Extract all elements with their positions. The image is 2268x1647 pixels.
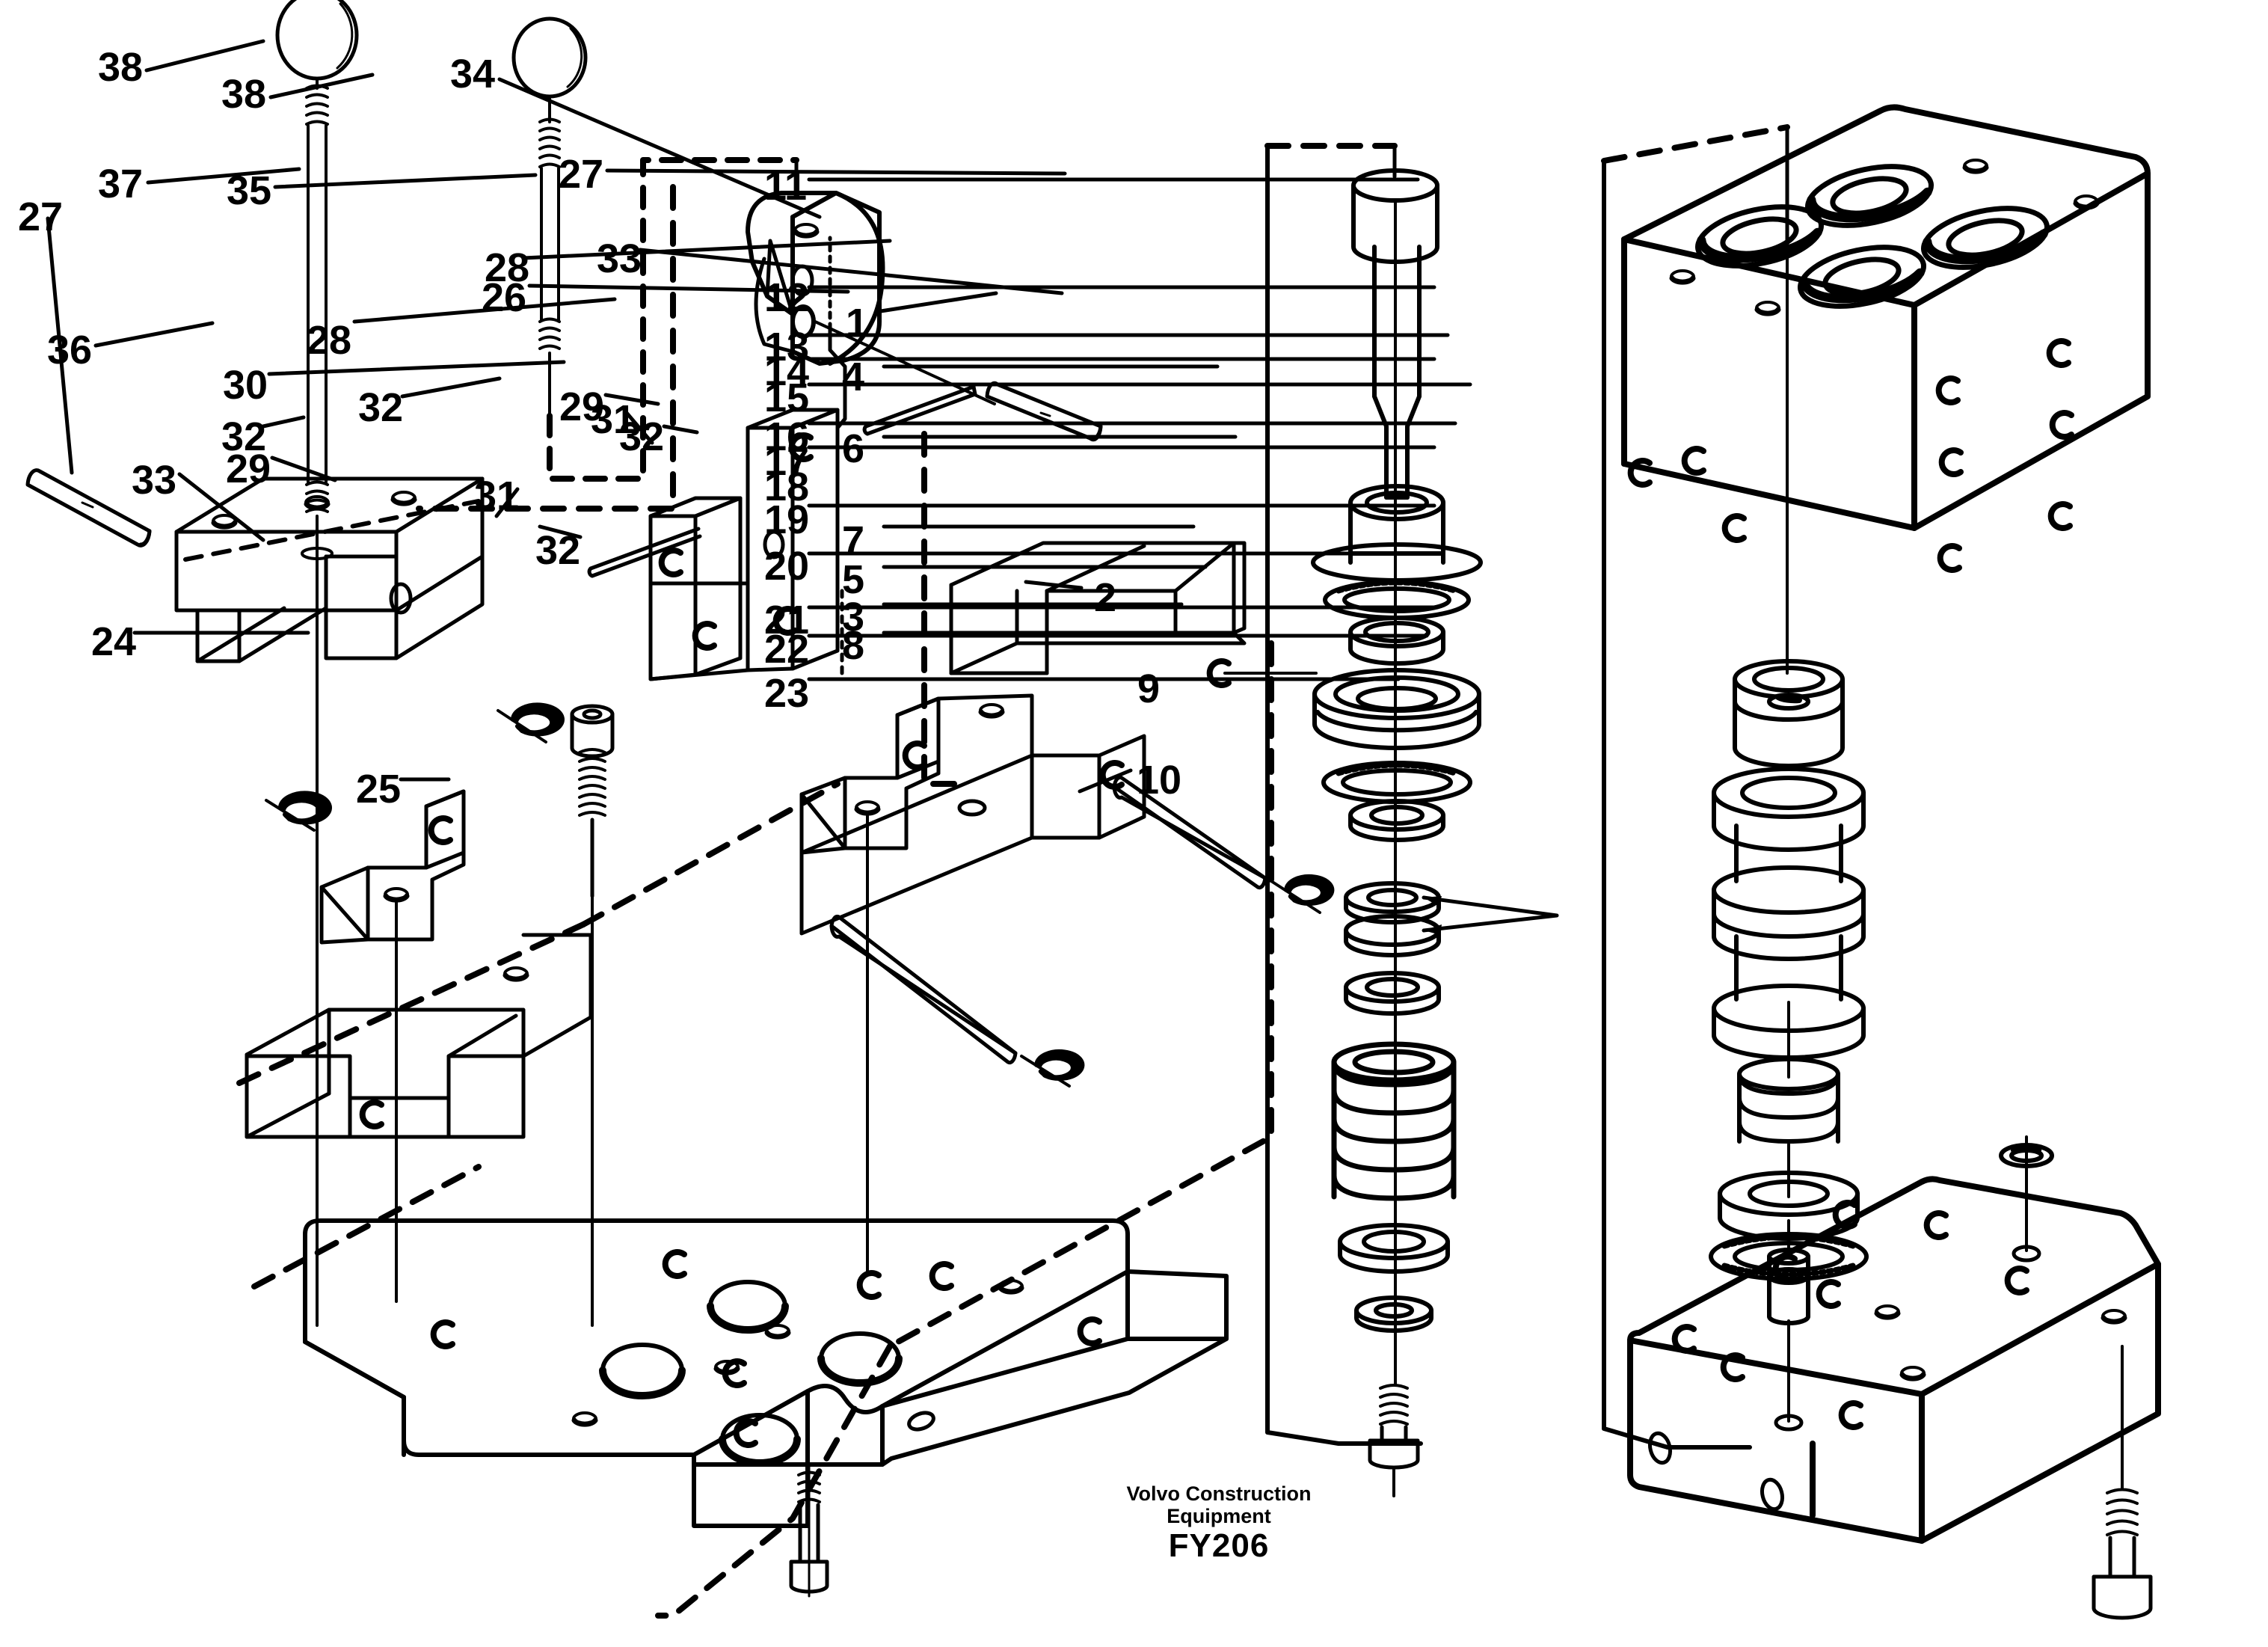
callout-33-a: 33 bbox=[597, 236, 642, 281]
footer-line-2: Equipment bbox=[1167, 1505, 1271, 1528]
callout-20: 20 bbox=[764, 544, 810, 589]
bracket-hole bbox=[763, 530, 785, 559]
callout-30: 30 bbox=[223, 363, 268, 408]
lever-assembly-short bbox=[511, 16, 588, 417]
callout-25: 25 bbox=[356, 767, 402, 812]
cap-screw-10 bbox=[2092, 1345, 2153, 1620]
callout-31-b: 31 bbox=[474, 473, 520, 518]
plate-hole-edge bbox=[907, 1411, 935, 1432]
circlip-32-d bbox=[1036, 1052, 1083, 1079]
callout-21: 21 bbox=[764, 598, 810, 642]
screw-23 bbox=[1368, 1384, 1420, 1470]
circlip-32-a bbox=[280, 793, 330, 822]
callout-32-a: 32 bbox=[221, 414, 267, 459]
callout-10: 10 bbox=[1137, 758, 1182, 803]
callout-19: 19 bbox=[764, 497, 810, 542]
base-plate-24 bbox=[303, 1218, 1229, 1528]
callout-31-a: 31 bbox=[591, 397, 636, 442]
clevis-pin-31-upper bbox=[1112, 775, 1267, 890]
callout-22: 22 bbox=[764, 627, 810, 672]
callout-18: 18 bbox=[764, 464, 810, 509]
callout-13: 13 bbox=[764, 325, 810, 369]
callout-11: 11 bbox=[764, 164, 808, 209]
callout-35: 35 bbox=[227, 168, 272, 213]
footer-code: FY206 bbox=[1168, 1527, 1270, 1565]
callout-24: 24 bbox=[91, 619, 137, 664]
callout-2: 2 bbox=[1094, 575, 1117, 620]
roll-pin-28-left bbox=[587, 527, 702, 578]
callout-23: 23 bbox=[764, 671, 810, 716]
cover-side-hole-2 bbox=[1760, 1477, 1785, 1512]
bracket33r-hole-1 bbox=[980, 705, 1003, 717]
callout-32-c: 32 bbox=[619, 414, 665, 459]
callout-12: 12 bbox=[764, 275, 810, 320]
pin-27-right bbox=[985, 381, 1103, 442]
housing-hole-2 bbox=[393, 492, 415, 504]
housing-hole-4 bbox=[389, 582, 413, 615]
circlip-32-b bbox=[513, 705, 562, 734]
guide-bush-4 bbox=[1733, 659, 1845, 768]
support-bracket-33-left bbox=[245, 933, 593, 1139]
callout-1: 1 bbox=[846, 301, 869, 346]
link-bracket-26 bbox=[648, 408, 840, 681]
footer-line-1: Volvo Construction bbox=[1126, 1482, 1312, 1505]
callout-27-a: 27 bbox=[559, 152, 604, 197]
washer-19 bbox=[1344, 971, 1441, 1016]
callout-16: 16 bbox=[764, 414, 810, 459]
socket-screw-30 bbox=[570, 704, 615, 898]
roll-pin-28-right bbox=[862, 384, 977, 436]
clevis-29-left bbox=[319, 789, 466, 945]
cover-plate-9 bbox=[1627, 1176, 2161, 1544]
callout-6: 6 bbox=[842, 426, 865, 471]
callout-17: 17 bbox=[764, 439, 810, 484]
callout-32-b: 32 bbox=[358, 385, 404, 430]
callout-29-a: 29 bbox=[226, 447, 271, 491]
diagram-footer: Volvo Construction Equipment FY206 bbox=[1122, 1482, 1316, 1565]
callout-7: 7 bbox=[842, 518, 865, 563]
callout-38-b: 38 bbox=[221, 72, 267, 117]
clevis-hole bbox=[957, 799, 987, 817]
callout-15: 15 bbox=[764, 375, 810, 420]
callout-14: 14 bbox=[764, 349, 810, 394]
spool-6 bbox=[1712, 767, 1866, 1060]
callout-36: 36 bbox=[47, 328, 93, 372]
cover-side-hole bbox=[1647, 1431, 1673, 1465]
callout-26: 26 bbox=[482, 275, 527, 320]
callout-5: 5 bbox=[842, 557, 865, 602]
callout-32-d: 32 bbox=[535, 528, 581, 573]
callout-37: 37 bbox=[98, 162, 144, 206]
callout-4: 4 bbox=[842, 355, 865, 399]
callout-27-b: 27 bbox=[18, 194, 64, 239]
callout-9: 9 bbox=[1137, 666, 1161, 711]
valve-body-1 bbox=[1621, 104, 2151, 531]
leader-lines bbox=[46, 39, 1472, 794]
callout-3: 3 bbox=[842, 595, 865, 640]
callout-29-b: 29 bbox=[559, 384, 605, 429]
callout-8: 8 bbox=[842, 623, 865, 668]
callout-38-a: 38 bbox=[98, 45, 144, 90]
pin-27-left bbox=[25, 468, 152, 548]
callout-33-b: 33 bbox=[132, 458, 177, 503]
shim-washers-18 bbox=[1344, 881, 1441, 957]
clevis-pin-31-lower bbox=[829, 914, 1018, 1065]
clevis-29-right bbox=[799, 693, 1146, 936]
circlip-32-c bbox=[1286, 877, 1333, 904]
callout-28-a: 28 bbox=[485, 245, 530, 290]
callout-34: 34 bbox=[450, 52, 496, 96]
callout-28-b: 28 bbox=[307, 318, 352, 363]
